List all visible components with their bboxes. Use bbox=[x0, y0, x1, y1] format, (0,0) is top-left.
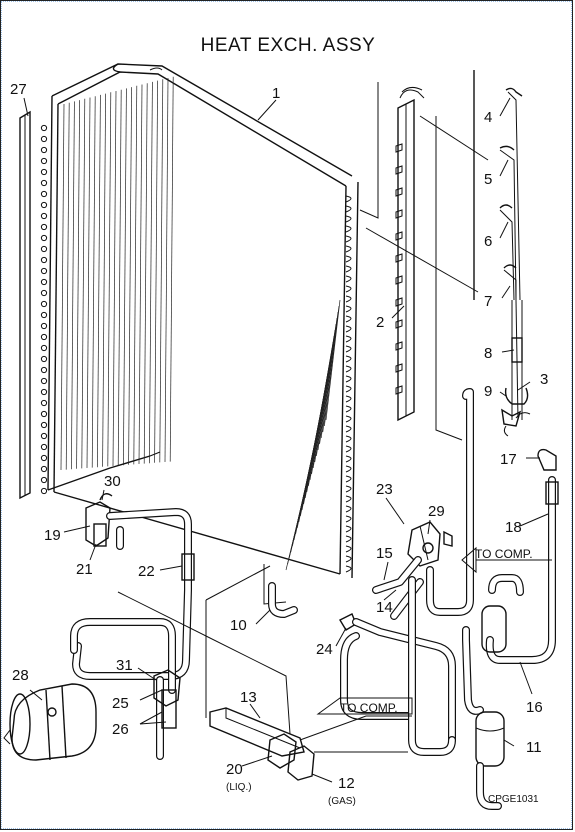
part-16-pipe bbox=[481, 448, 559, 664]
drawing-code: CPGE1031 bbox=[488, 794, 539, 805]
callout-16: 16 bbox=[526, 699, 543, 716]
part-25-pipe bbox=[70, 618, 176, 760]
callout-18: 18 bbox=[505, 519, 522, 536]
part-27-side-plate bbox=[19, 110, 48, 500]
part-24-fitting bbox=[339, 613, 456, 744]
callout-17: 17 bbox=[500, 451, 517, 468]
gas-label: (GAS) bbox=[328, 796, 356, 807]
to-comp-right-label: TO COMP. bbox=[461, 546, 552, 574]
callout-15: 15 bbox=[376, 545, 393, 562]
callout-25: 25 bbox=[112, 695, 129, 712]
callout-5: 5 bbox=[484, 171, 492, 188]
part-3-distributor bbox=[473, 70, 531, 437]
part-2-header-pipe bbox=[395, 86, 425, 422]
callout-9: 9 bbox=[484, 383, 492, 400]
callout-2: 2 bbox=[376, 314, 384, 331]
callout-22: 22 bbox=[138, 563, 155, 580]
callout-24: 24 bbox=[316, 641, 333, 658]
callout-28: 28 bbox=[12, 667, 29, 684]
callout-numbers: 1 2 3 4 5 6 7 8 9 10 11 12 13 14 15 16 1… bbox=[10, 81, 548, 792]
callout-7: 7 bbox=[484, 293, 492, 310]
to-comp-lower-label: TO COMP. bbox=[316, 697, 413, 715]
callout-12: 12 bbox=[338, 775, 355, 792]
part-22-pipe bbox=[72, 508, 195, 680]
suction-loop-pipe bbox=[426, 388, 474, 616]
callout-29: 29 bbox=[428, 503, 445, 520]
svg-text:TO COMP.: TO COMP. bbox=[475, 547, 533, 561]
discharge-loop-pipe bbox=[340, 576, 484, 756]
callout-26: 26 bbox=[112, 721, 129, 738]
diagram-title: HEAT EXCH. ASSY bbox=[201, 35, 376, 56]
callout-23: 23 bbox=[376, 481, 393, 498]
part-10-pipe bbox=[263, 564, 298, 618]
callout-21: 21 bbox=[76, 561, 93, 578]
part-31-valve bbox=[153, 669, 181, 729]
callout-1: 1 bbox=[272, 85, 280, 102]
callout-10: 10 bbox=[230, 617, 247, 634]
callout-14: 14 bbox=[376, 599, 393, 616]
callout-8: 8 bbox=[484, 345, 492, 362]
callout-19: 19 bbox=[44, 527, 61, 544]
callout-6: 6 bbox=[484, 233, 492, 250]
callout-31: 31 bbox=[116, 657, 133, 674]
part-11-muffler bbox=[475, 711, 505, 810]
callout-leaders bbox=[23, 97, 549, 783]
svg-text:TO COMP.: TO COMP. bbox=[340, 701, 398, 715]
part-13-bracket bbox=[209, 707, 412, 781]
callout-27: 27 bbox=[10, 81, 27, 98]
part-28-accumulator bbox=[3, 683, 97, 761]
callout-11: 11 bbox=[526, 739, 542, 756]
callout-30: 30 bbox=[104, 473, 121, 490]
callout-20: 20 bbox=[226, 761, 243, 778]
callout-3: 3 bbox=[540, 371, 548, 388]
callout-13: 13 bbox=[240, 689, 257, 706]
part-1-heat-exchanger bbox=[47, 63, 359, 579]
callout-4: 4 bbox=[484, 109, 492, 126]
liq-label: (LIQ.) bbox=[226, 782, 252, 793]
part-19-valve bbox=[85, 493, 113, 547]
